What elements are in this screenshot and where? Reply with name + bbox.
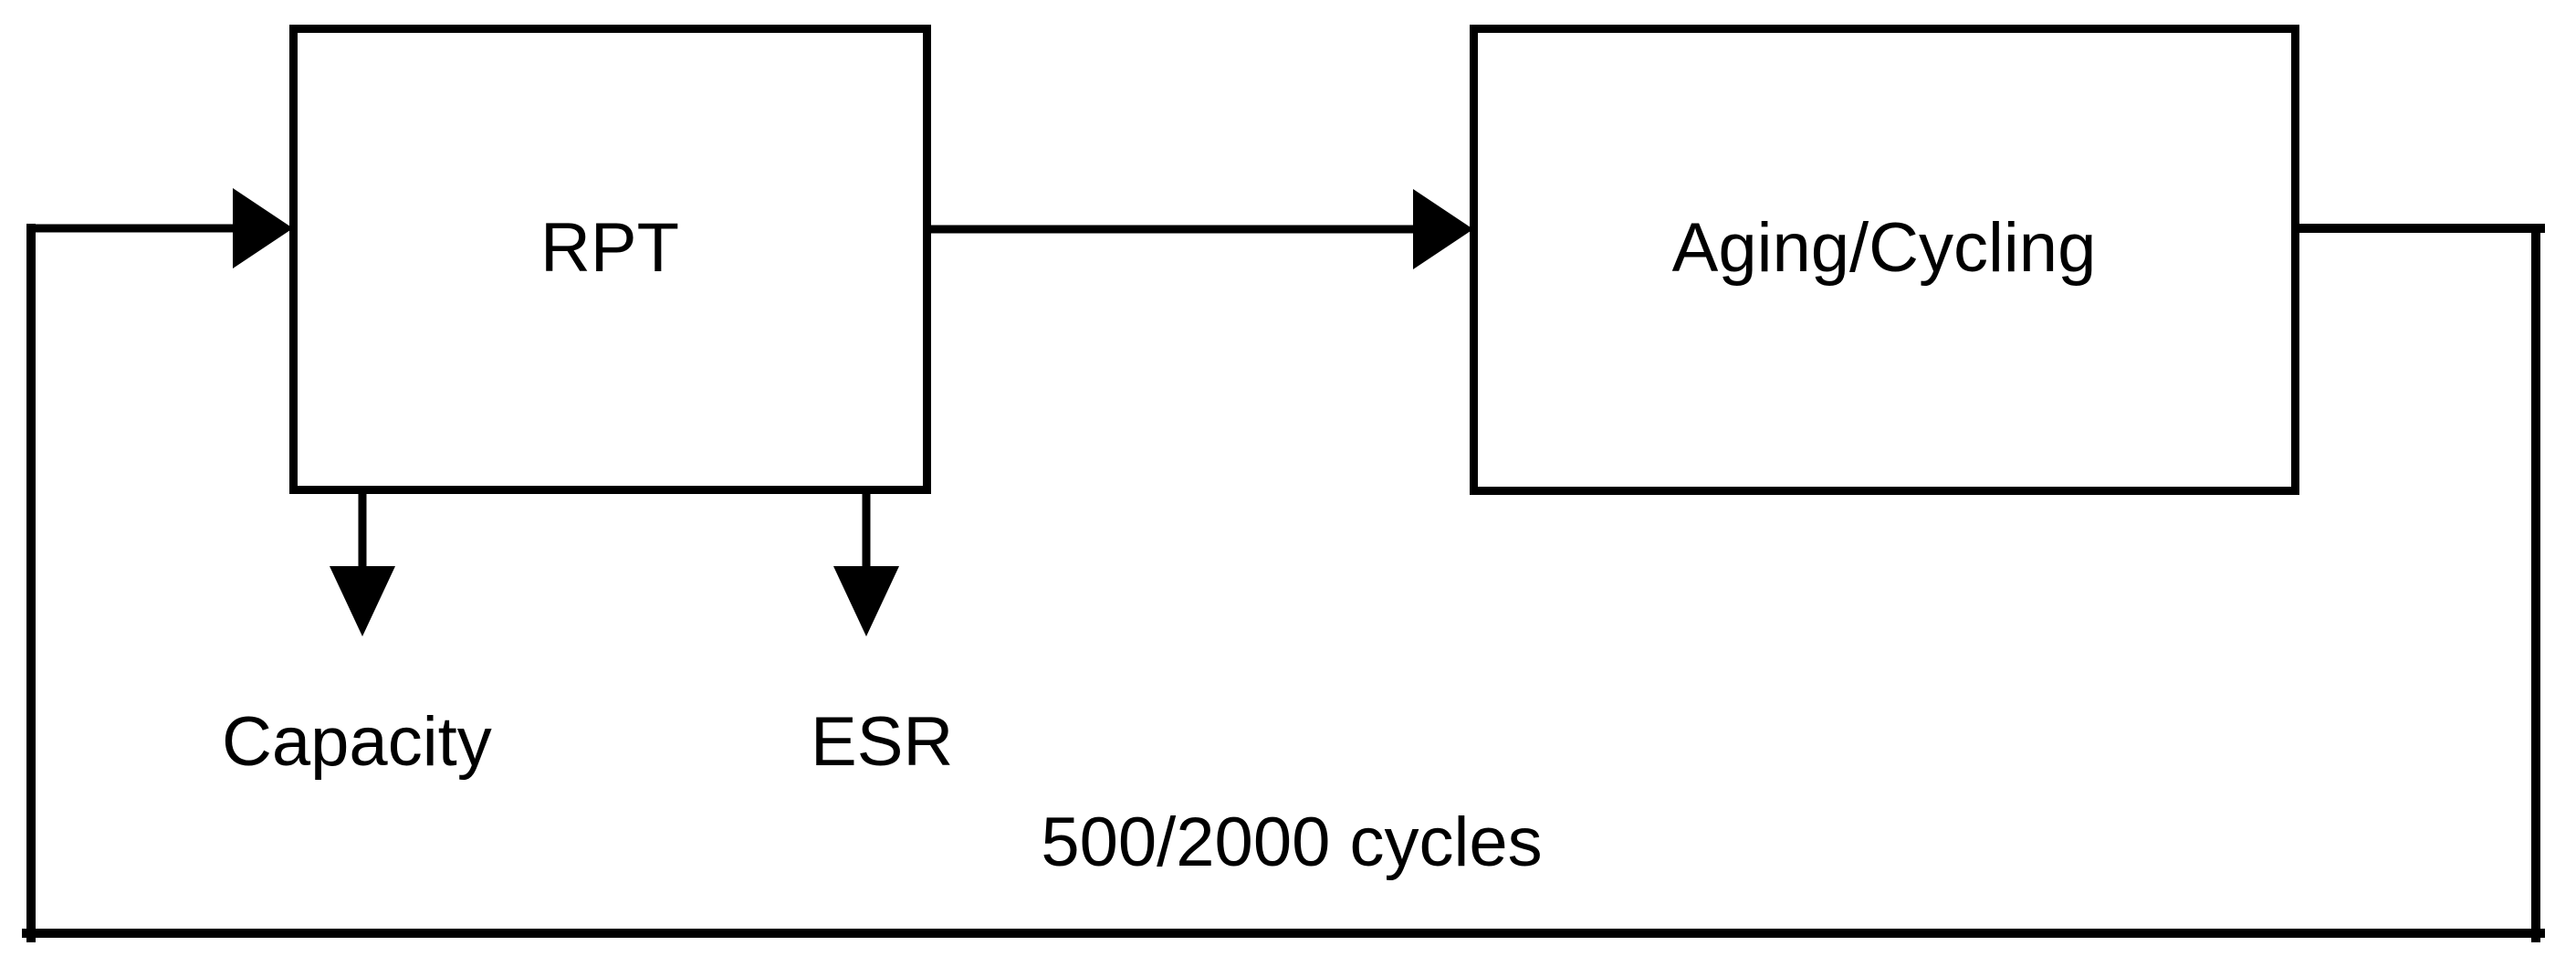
arrowhead-esr-icon xyxy=(833,566,899,636)
rpt-to-aging-edge xyxy=(927,189,1473,269)
rpt-to-esr-edge xyxy=(833,489,899,636)
arrowhead-capacity-icon xyxy=(330,566,395,636)
arrowhead-into-aging-icon xyxy=(1413,189,1473,269)
aging-node[interactable]: Aging/Cycling xyxy=(1470,25,2299,495)
feedback-loop-path xyxy=(22,188,2545,942)
arrowhead-into-rpt-icon xyxy=(233,188,293,268)
aging-box-rect[interactable] xyxy=(1470,25,2299,495)
rpt-box-rect[interactable] xyxy=(289,25,931,494)
rpt-box-label: RPT xyxy=(540,209,679,287)
cycles-loop-label: 500/2000 cycles xyxy=(1041,804,1542,881)
aging-box-label: Aging/Cycling xyxy=(1672,209,2097,287)
capacity-output-label: Capacity xyxy=(222,703,492,781)
rpt-node[interactable]: RPT xyxy=(289,25,931,494)
rpt-to-capacity-edge xyxy=(330,489,395,636)
esr-output-label: ESR xyxy=(811,703,953,781)
